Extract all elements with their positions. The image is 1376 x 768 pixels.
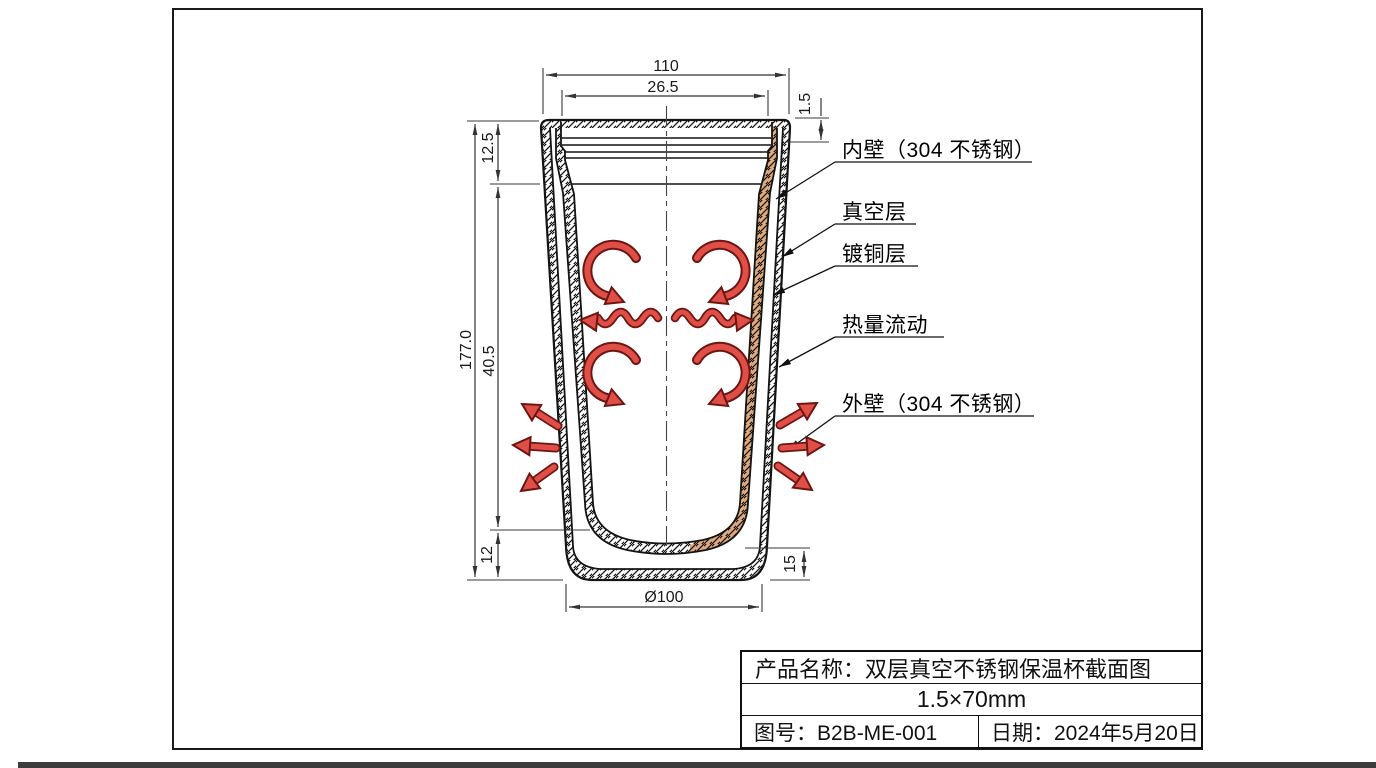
dim-lip-thickness: 1.5 xyxy=(797,92,814,116)
title-block-date: 日期：2024年5月20日 xyxy=(991,721,1199,745)
convection-arrows xyxy=(582,239,751,414)
dim-bottom-gap: 15 xyxy=(782,555,799,573)
dim-mouth-width: 26.5 xyxy=(647,79,679,96)
vacuum-gap xyxy=(549,127,784,570)
title-block-drawing-no: 图号：B2B-ME-001 xyxy=(742,716,979,747)
dim-bottom-diameter: Ø100 xyxy=(644,589,684,606)
title-block: 产品名称：双层真空不锈钢保温杯截面图 1.5×70mm 图号：B2B-ME-00… xyxy=(740,650,1203,749)
title-block-product-name: 产品名称：双层真空不锈钢保温杯截面图 xyxy=(742,652,1201,684)
callout-vacuum-layer: 真空层 xyxy=(842,201,907,224)
dimension-lines xyxy=(472,72,824,610)
callout-inner-wall: 内壁（304 不锈钢） xyxy=(842,139,1036,162)
heat-radiation-arrows xyxy=(511,394,826,500)
dim-mid-height: 40.5 xyxy=(481,345,498,377)
heat-wave-arrows xyxy=(578,307,755,332)
callout-outer-wall: 外壁（304 不锈钢） xyxy=(842,393,1036,416)
dim-top-width: 110 xyxy=(653,58,679,75)
callout-heat-flow: 热量流动 xyxy=(842,314,928,337)
title-block-spec: 1.5×70mm xyxy=(742,684,1201,716)
bottom-edge-bar xyxy=(18,762,1376,768)
callout-copper-layer: 镀铜层 xyxy=(842,243,907,266)
dim-rim-height: 12.5 xyxy=(480,132,497,164)
dim-total-height: 177.0 xyxy=(458,329,475,371)
extension-lines xyxy=(467,68,829,612)
drawing-border-frame xyxy=(172,8,1203,750)
dim-base-height: 12 xyxy=(479,546,496,564)
